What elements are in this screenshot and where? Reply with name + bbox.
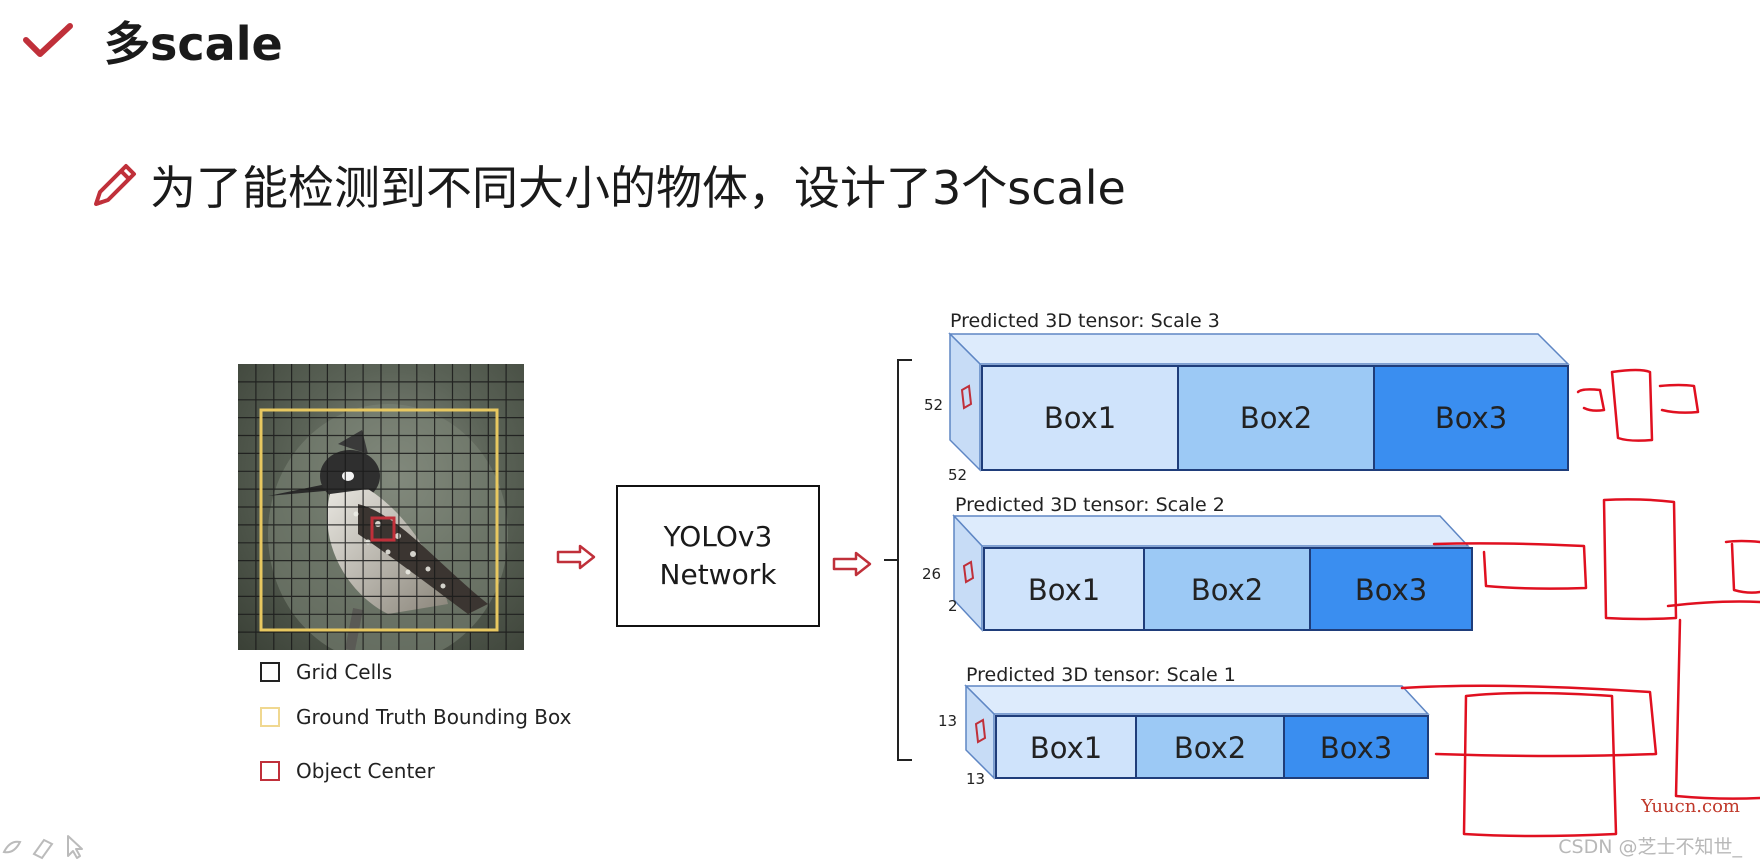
box3-cell (1373, 365, 1569, 471)
scale-2-box1-label: Box1 (1027, 573, 1101, 607)
scale-2-dim-w: 2 (948, 597, 958, 615)
annotation-toolbar (2, 835, 83, 860)
scale-2-caption: Predicted 3D tensor: Scale 2 (955, 494, 1225, 516)
box3-cell (1283, 715, 1429, 779)
handwritten-annotations (1400, 368, 1760, 838)
arrow-right-icon (556, 544, 596, 570)
pencil-icon (94, 164, 136, 206)
bracket (897, 359, 912, 761)
scale-2-box2-label: Box2 (1190, 573, 1264, 607)
network-label-line2: Network (659, 558, 777, 591)
legend-swatch (260, 761, 280, 781)
scale-1-box1-label: Box1 (1029, 731, 1103, 765)
slide-title: 多scale (104, 17, 283, 71)
legend-grid-cells: Grid Cells (260, 657, 392, 687)
scale-3-box3-label: Box3 (1434, 401, 1508, 435)
legend-label: Object Center (296, 759, 435, 783)
box2-cell (1143, 547, 1311, 631)
scale-3-box2-label: Box2 (1239, 401, 1313, 435)
ground-truth-box (259, 408, 499, 632)
site-watermark: Yuucn.com (1641, 796, 1740, 817)
legend-label: Ground Truth Bounding Box (296, 705, 572, 729)
scale-2-dim-h: 26 (922, 565, 942, 583)
network-label-line1: YOLOv3 (663, 520, 773, 553)
legend-ground-truth: Ground Truth Bounding Box (260, 702, 571, 732)
scale-3-dim-h: 52 (924, 396, 944, 414)
scale-1-box2-label: Box2 (1173, 731, 1247, 765)
pen-tool-icon[interactable] (2, 840, 22, 854)
scale-3-caption: Predicted 3D tensor: Scale 3 (950, 310, 1220, 332)
object-center-box (370, 516, 396, 542)
box3-cell (1309, 547, 1473, 631)
slide-subtitle: 为了能检测到不同大小的物体，设计了3个scale (150, 161, 1126, 215)
arrow-right-icon (832, 551, 872, 577)
legend-label: Grid Cells (296, 660, 393, 684)
legend-swatch (260, 707, 280, 727)
box1-cell (983, 547, 1145, 631)
scale-2-box3-label: Box3 (1354, 573, 1428, 607)
box2-cell (1135, 715, 1285, 779)
tensor-scale-2 (952, 514, 1473, 632)
tensor-scale-3 (948, 332, 1570, 472)
pointer-icon[interactable] (67, 835, 83, 859)
box1-cell (995, 715, 1137, 779)
scale-1-caption: Predicted 3D tensor: Scale 1 (966, 664, 1236, 686)
bird-illustration (238, 364, 524, 650)
scale-3-dim-w: 52 (948, 466, 968, 484)
scale-1-dim-w: 13 (966, 770, 986, 788)
bird-image (238, 364, 524, 650)
legend-swatch (260, 662, 280, 682)
author-watermark: CSDN @芝士不知世_ (1558, 836, 1742, 858)
yolov3-network-box: YOLOv3 Network (616, 485, 820, 627)
eraser-icon[interactable] (32, 838, 54, 860)
grid-cells (238, 364, 524, 650)
scale-1-dim-h: 13 (938, 712, 958, 730)
legend-object-center: Object Center (260, 756, 435, 786)
check-icon (23, 23, 73, 57)
scale-1-box3-label: Box3 (1319, 731, 1393, 765)
scale-3-box1-label: Box1 (1043, 401, 1117, 435)
tensor-scale-1 (964, 684, 1430, 780)
box1-cell (981, 365, 1179, 471)
